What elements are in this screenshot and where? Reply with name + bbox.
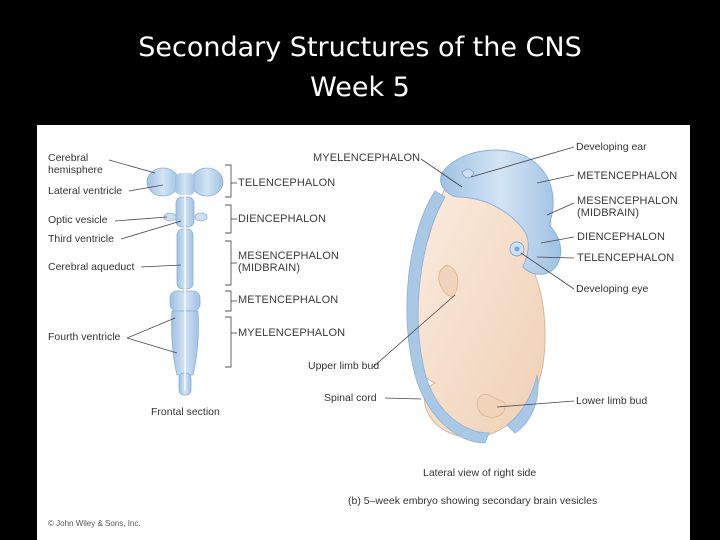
bracket-myelencephalon xyxy=(225,316,232,368)
lateral-leader-lines xyxy=(372,146,575,408)
label-lateral-mesencephalon: MESENCEPHALON (MIDBRAIN) xyxy=(577,195,678,219)
label-lateral-myelencephalon: MYELENCEPHALON xyxy=(313,152,421,164)
embryo-figure: Cerebral hemisphere Lateral ventricle Op… xyxy=(37,125,690,540)
right-hemisphere xyxy=(190,167,224,197)
label-developing-eye: Developing eye xyxy=(576,283,649,295)
label-frontal-diencephalon: DIENCEPHALON xyxy=(238,213,326,225)
tail xyxy=(506,374,539,434)
lower-limb-bud xyxy=(476,393,506,418)
right-optic-vesicle xyxy=(194,212,208,222)
copyright-notice: © John Wiley & Sons, Inc. xyxy=(48,519,141,528)
label-lateral-diencephalon: DIENCEPHALON xyxy=(577,231,665,243)
upper-limb-bud xyxy=(438,264,459,298)
label-frontal-metencephalon: METENCEPHALON xyxy=(238,294,339,306)
figure-drawing xyxy=(108,146,575,444)
label-fourth-ventricle: Fourth ventricle xyxy=(48,331,121,343)
bracket-metencephalon xyxy=(225,290,232,312)
frontal-neural-tube xyxy=(146,167,224,396)
label-spinal-cord: Spinal cord xyxy=(324,392,377,404)
label-lower-limb-bud: Lower limb bud xyxy=(576,395,648,407)
label-lateral-metencephalon: METENCEPHALON xyxy=(577,170,678,182)
label-upper-limb-bud: Upper limb bud xyxy=(308,360,380,372)
label-lateral-view: Lateral view of right side xyxy=(423,467,537,479)
brain-vesicles xyxy=(440,149,562,275)
label-frontal-telencephalon: TELENCEPHALON xyxy=(238,177,336,189)
label-lateral-ventricle: Lateral ventricle xyxy=(48,185,123,197)
bracket-diencephalon xyxy=(225,204,232,234)
label-cerebral-aqueduct: Cerebral aqueduct xyxy=(48,261,135,273)
frontal-leader-lines xyxy=(108,159,182,354)
region-brackets xyxy=(225,164,237,368)
label-frontal-mesencephalon: MESENCEPHALON (MIDBRAIN) xyxy=(238,250,339,274)
figure-caption: (b) 5–week embryo showing secondary brai… xyxy=(348,495,598,507)
label-optic-vesicle: Optic vesicle xyxy=(48,214,108,226)
bracket-mesencephalon xyxy=(225,240,232,286)
lateral-embryo xyxy=(406,149,562,444)
telencephalon-bridge xyxy=(175,173,195,195)
developing-ear xyxy=(461,168,475,179)
label-lateral-telencephalon: TELENCEPHALON xyxy=(577,252,675,264)
label-third-ventricle: Third ventricle xyxy=(48,233,114,245)
spinal-cord-band xyxy=(406,190,490,444)
slide-title: Secondary Structures of the CNS Week 5 xyxy=(0,28,720,108)
label-frontal-section: Frontal section xyxy=(151,406,220,418)
label-developing-ear: Developing ear xyxy=(576,141,647,153)
label-cerebral-hemisphere: Cerebral hemisphere xyxy=(48,152,103,176)
label-frontal-myelencephalon: MYELENCEPHALON xyxy=(238,327,346,339)
title-line-2: Week 5 xyxy=(310,72,410,103)
bracket-telencephalon xyxy=(225,164,232,198)
title-line-1: Secondary Structures of the CNS xyxy=(138,32,582,63)
